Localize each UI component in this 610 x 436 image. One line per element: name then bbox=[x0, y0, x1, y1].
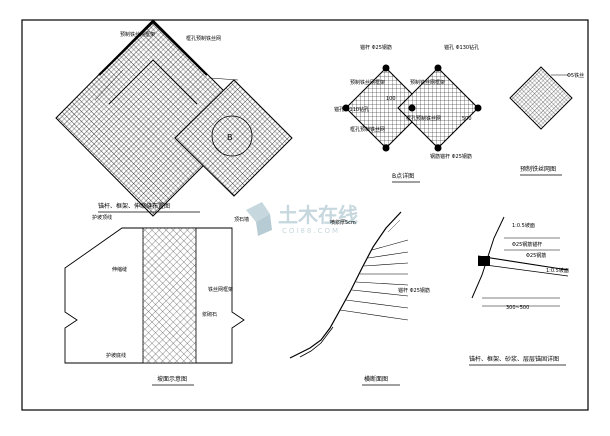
elevation-title: 坡面示意图 bbox=[157, 375, 187, 383]
anchor-label-4: 1:0.5坡面 bbox=[546, 267, 569, 274]
anchor-label-2: Φ25钢筋锚杆 bbox=[512, 241, 542, 248]
cross-section-title: 横断面图 bbox=[364, 375, 388, 383]
watermark-brand: 土木在线 bbox=[278, 203, 358, 227]
cross-section-figure: 喷浆厚5cm 锚杆 Φ25钢筋 横断面图 bbox=[289, 211, 430, 386]
detail-b-circle bbox=[211, 115, 253, 157]
node-b-label-7: 框孔预制铁丝网 bbox=[406, 115, 441, 122]
node-b-label-6: 预制铁丝网框架 bbox=[410, 79, 445, 86]
elevation-mesh-strip bbox=[142, 227, 197, 364]
wire-mesh-title: 预制铁丝网图 bbox=[520, 165, 556, 173]
mesh-panel-right bbox=[174, 79, 293, 197]
node-b-label-5: 框孔预制铁丝网 bbox=[350, 126, 385, 133]
elevation-label-4: 铁丝网框架 bbox=[208, 286, 233, 293]
node-b-label-4: 预制铁丝网框架 bbox=[350, 79, 385, 86]
node-b-dim-1: 100 bbox=[386, 96, 396, 102]
elevation-label-6: 护坡底线 bbox=[106, 352, 126, 359]
node-b-dim-2: 500 bbox=[462, 116, 472, 122]
sheet-border bbox=[21, 19, 589, 411]
detail-b-marker: B bbox=[227, 133, 233, 142]
layout-label-2: 框孔预制铁丝网 bbox=[186, 35, 221, 42]
cross-section-label-1: 喷浆厚5cm bbox=[330, 219, 356, 226]
anchor-title: 锚杆、框架、砂浆、层层锚固详图 bbox=[469, 355, 559, 363]
node-b-title: B点详图 bbox=[392, 172, 414, 180]
elevation-label-3: 伸缩缝 bbox=[112, 266, 127, 273]
watermark-domain: COI88.COM bbox=[282, 227, 340, 235]
elevation-label-1: 护坡顶线 bbox=[92, 214, 112, 221]
wire-mesh-panel bbox=[509, 66, 573, 130]
anchor-head bbox=[478, 256, 490, 266]
node-b-label-8: 钢筋锚杆 Φ25钢筋 bbox=[430, 153, 472, 160]
node-b-label-1: 锚杆 Φ25钢筋 bbox=[360, 44, 392, 51]
node-b-label-3: 锚孔 Φ110钻孔 bbox=[334, 106, 369, 113]
layout-figure: B 预制铁丝网框架 框孔预制铁丝网 锚杆、框架、伸缩缝布置图 bbox=[55, 19, 293, 217]
node-b-figure: 锚杆 Φ25钢筋 锚孔 Φ130钻孔 锚孔 Φ110钻孔 预制铁丝网框架 框孔预… bbox=[334, 44, 482, 183]
anchor-label-1: 1:0.5坡面 bbox=[512, 222, 535, 229]
wire-mesh-label-1: Φ5铁丝 bbox=[567, 72, 584, 79]
elevation-label-2: 顶石墙 bbox=[234, 216, 249, 223]
wire-mesh-figure: Φ5铁丝 预制铁丝网图 bbox=[509, 66, 584, 176]
cross-section-label-2: 锚杆 Φ25钢筋 bbox=[398, 287, 430, 294]
anchor-label-3: Φ25钢筋 bbox=[526, 252, 546, 259]
anchor-label-5: 300~500 bbox=[506, 305, 529, 311]
elevation-figure: 护坡顶线 顶石墙 伸缩缝 铁丝网框架 浆砌石 护坡底线 坡面示意图 bbox=[64, 214, 249, 386]
node-b-label-2: 锚孔 Φ130钻孔 bbox=[444, 44, 479, 51]
anchor-detail-figure: 1:0.5坡面 Φ25钢筋锚杆 Φ25钢筋 1:0.5坡面 300~500 锚杆… bbox=[469, 216, 569, 366]
layout-title: 锚杆、框架、伸缩缝布置图 bbox=[98, 202, 170, 210]
elevation-label-5: 浆砌石 bbox=[202, 311, 217, 318]
layout-label-1: 预制铁丝网框架 bbox=[120, 31, 155, 38]
watermark: 土木在线 COI88.COM bbox=[246, 202, 358, 236]
